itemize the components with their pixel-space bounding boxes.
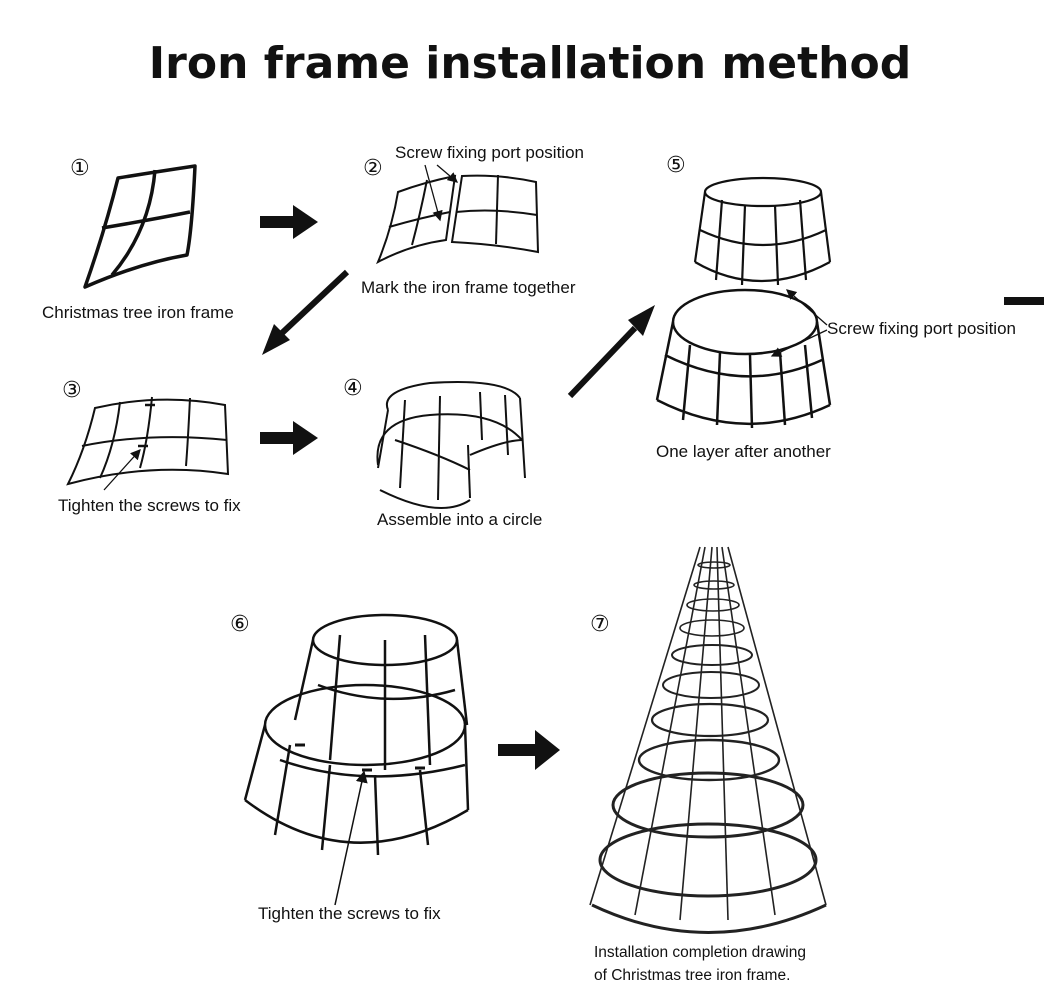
step1-frame-panel (83, 164, 197, 289)
step5-number: ⑤ (666, 153, 686, 178)
step5-upper-ring (693, 176, 832, 286)
arrow-right-3 (498, 730, 560, 770)
step3-pointer-line (103, 449, 141, 491)
arrow-diagonal-down (262, 269, 350, 355)
step2-label: Mark the iron frame together (361, 278, 576, 297)
step7-number: ⑦ (590, 612, 610, 637)
edge-dash-mark (1004, 297, 1044, 305)
arrow-right-1 (260, 205, 318, 239)
step4-open-ring (376, 381, 526, 509)
step3-number: ③ (62, 378, 82, 403)
step6-number: ⑥ (230, 612, 250, 637)
step2-note: Screw fixing port position (395, 143, 584, 162)
step1-label: Christmas tree iron frame (42, 303, 234, 322)
arrow-right-2 (260, 421, 318, 455)
step4-label: Assemble into a circle (377, 510, 543, 529)
step3-joined-panel (66, 396, 230, 486)
step2-frame-panels (376, 174, 540, 265)
step1-number: ① (70, 156, 90, 181)
step2-pointer-lines (424, 164, 458, 222)
step5-label: One layer after another (656, 442, 831, 461)
step6-pointer-line (334, 770, 368, 906)
page-title: Iron frame installation method (148, 38, 912, 89)
step7-label-line2: of Christmas tree iron frame. (594, 967, 791, 984)
step5-lower-ring (655, 288, 832, 429)
step3-label: Tighten the screws to fix (58, 496, 241, 515)
step5-pointer-lines (770, 289, 828, 357)
arrow-diagonal-up (567, 305, 655, 399)
step2-number: ② (363, 156, 383, 181)
step6-label: Tighten the screws to fix (258, 904, 441, 923)
step4-number: ④ (343, 376, 363, 401)
step7-completed-cone (589, 546, 827, 934)
step7-label-line1: Installation completion drawing (594, 944, 806, 961)
step5-note: Screw fixing port position (827, 319, 1016, 338)
step6-overlapped-rings (243, 613, 470, 856)
